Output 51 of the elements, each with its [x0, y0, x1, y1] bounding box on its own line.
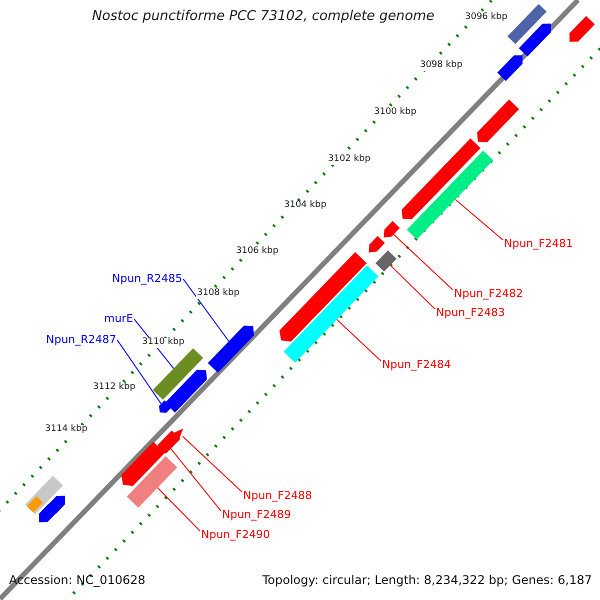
gene-label: Npun_F2489	[222, 509, 291, 522]
scale-label: 3112 kbp	[92, 383, 136, 393]
scale-label: 3104 kbp	[283, 201, 328, 211]
gene-feature	[152, 348, 204, 400]
leader-line	[393, 234, 454, 290]
leader-line	[170, 448, 222, 512]
gene-feature	[284, 265, 378, 363]
scale-label: 3100 kbp	[373, 108, 418, 118]
leader-line	[390, 264, 436, 310]
gene-feature	[507, 4, 547, 44]
gene-feature	[158, 430, 180, 454]
leader-line	[182, 436, 242, 492]
gene-feature	[497, 55, 523, 81]
gene-feature	[38, 504, 58, 522]
scale-label: 3106 kbp	[235, 247, 280, 257]
scale-label: 3096 kbp	[464, 13, 508, 23]
gene-label: Npun_F2483	[436, 307, 505, 320]
footer-text: Accession: NC_010628	[9, 574, 146, 588]
gene-label: Npun_R2487	[46, 334, 116, 346]
gene-label: Npun_F2490	[201, 529, 270, 542]
gene-feature	[569, 16, 595, 42]
gene-label: murE	[104, 313, 134, 326]
title: Nostoc punctiforme PCC 73102, complete genome	[92, 9, 434, 24]
scale-label: 3110 kbp	[141, 338, 186, 348]
gene-feature	[406, 150, 494, 240]
gene-label: Npun_F2488	[243, 490, 312, 502]
gene-feature	[279, 252, 367, 342]
gene-label: Npun_F2481	[504, 238, 573, 250]
gene-feature	[121, 442, 165, 486]
gene-feature	[518, 24, 552, 57]
footer-text: Topology: circular; Length: 8,234,322 bp; Genes: 6,187	[262, 574, 592, 588]
scale-label: 3102 kbp	[327, 155, 372, 165]
leader-line	[182, 278, 230, 342]
gene-feature	[477, 99, 520, 142]
gene-feature	[375, 250, 397, 272]
scale-label: 3108 kbp	[196, 289, 240, 299]
leader-line	[116, 340, 162, 404]
gene-label: Npun_R2485	[112, 273, 182, 286]
leader-line	[336, 318, 382, 362]
gene-feature	[164, 370, 207, 413]
gene-label: Npun_F2482	[454, 288, 523, 300]
leader-line	[157, 487, 200, 532]
gene-feature	[384, 221, 400, 238]
gene-feature	[126, 456, 178, 508]
gene-feature	[208, 326, 254, 373]
gene-label: Npun_F2484	[382, 359, 451, 372]
scale-label: 3098 kbp	[419, 61, 464, 71]
leader-line	[454, 199, 504, 240]
gene-feature	[402, 138, 480, 220]
gene-feature	[368, 236, 385, 252]
scale-label: 3114 kbp	[44, 425, 88, 435]
